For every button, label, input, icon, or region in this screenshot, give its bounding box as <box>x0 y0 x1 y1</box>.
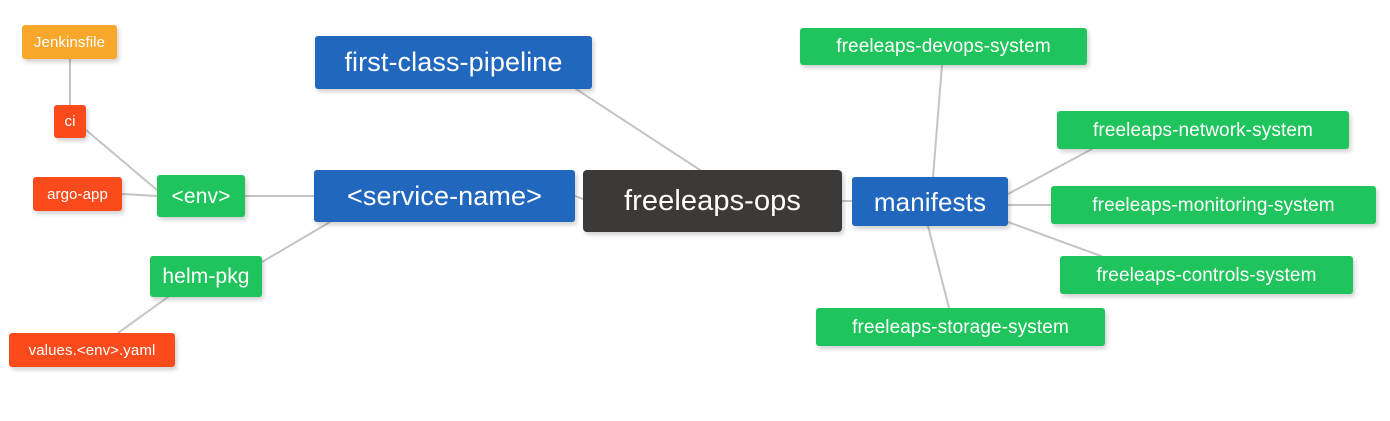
node-ci[interactable]: ci <box>54 105 86 138</box>
node-freeleaps-ops[interactable]: freeleaps-ops <box>583 170 842 232</box>
node-helm-pkg[interactable]: helm-pkg <box>150 256 262 297</box>
node-manifests[interactable]: manifests <box>852 177 1008 226</box>
edge-argo-app-to-env <box>121 193 158 197</box>
node-values-yaml[interactable]: values.<env>.yaml <box>9 333 175 367</box>
node-env[interactable]: <env> <box>157 175 245 217</box>
node-storage-system[interactable]: freeleaps-storage-system <box>816 308 1105 346</box>
node-network-system[interactable]: freeleaps-network-system <box>1057 111 1349 149</box>
node-jenkinsfile[interactable]: Jenkinsfile <box>22 25 117 59</box>
node-first-class-pipeline[interactable]: first-class-pipeline <box>315 36 592 89</box>
node-controls-system[interactable]: freeleaps-controls-system <box>1060 256 1353 294</box>
edge-service-name-to-freeleaps-ops <box>574 195 584 200</box>
node-service-name[interactable]: <service-name> <box>314 170 575 222</box>
node-devops-system[interactable]: freeleaps-devops-system <box>800 28 1087 65</box>
node-monitoring-system[interactable]: freeleaps-monitoring-system <box>1051 186 1376 224</box>
edge-first-class-pipeline-to-freeleaps-ops <box>575 88 701 171</box>
edge-manifests-to-storage-system <box>927 225 950 309</box>
edge-service-name-to-helm-pkg <box>261 221 331 263</box>
edge-manifests-to-controls-system <box>1007 221 1102 257</box>
node-argo-app[interactable]: argo-app <box>33 177 122 211</box>
edge-manifests-to-devops-system <box>932 64 943 178</box>
edge-helm-pkg-to-values-yaml <box>117 296 169 334</box>
